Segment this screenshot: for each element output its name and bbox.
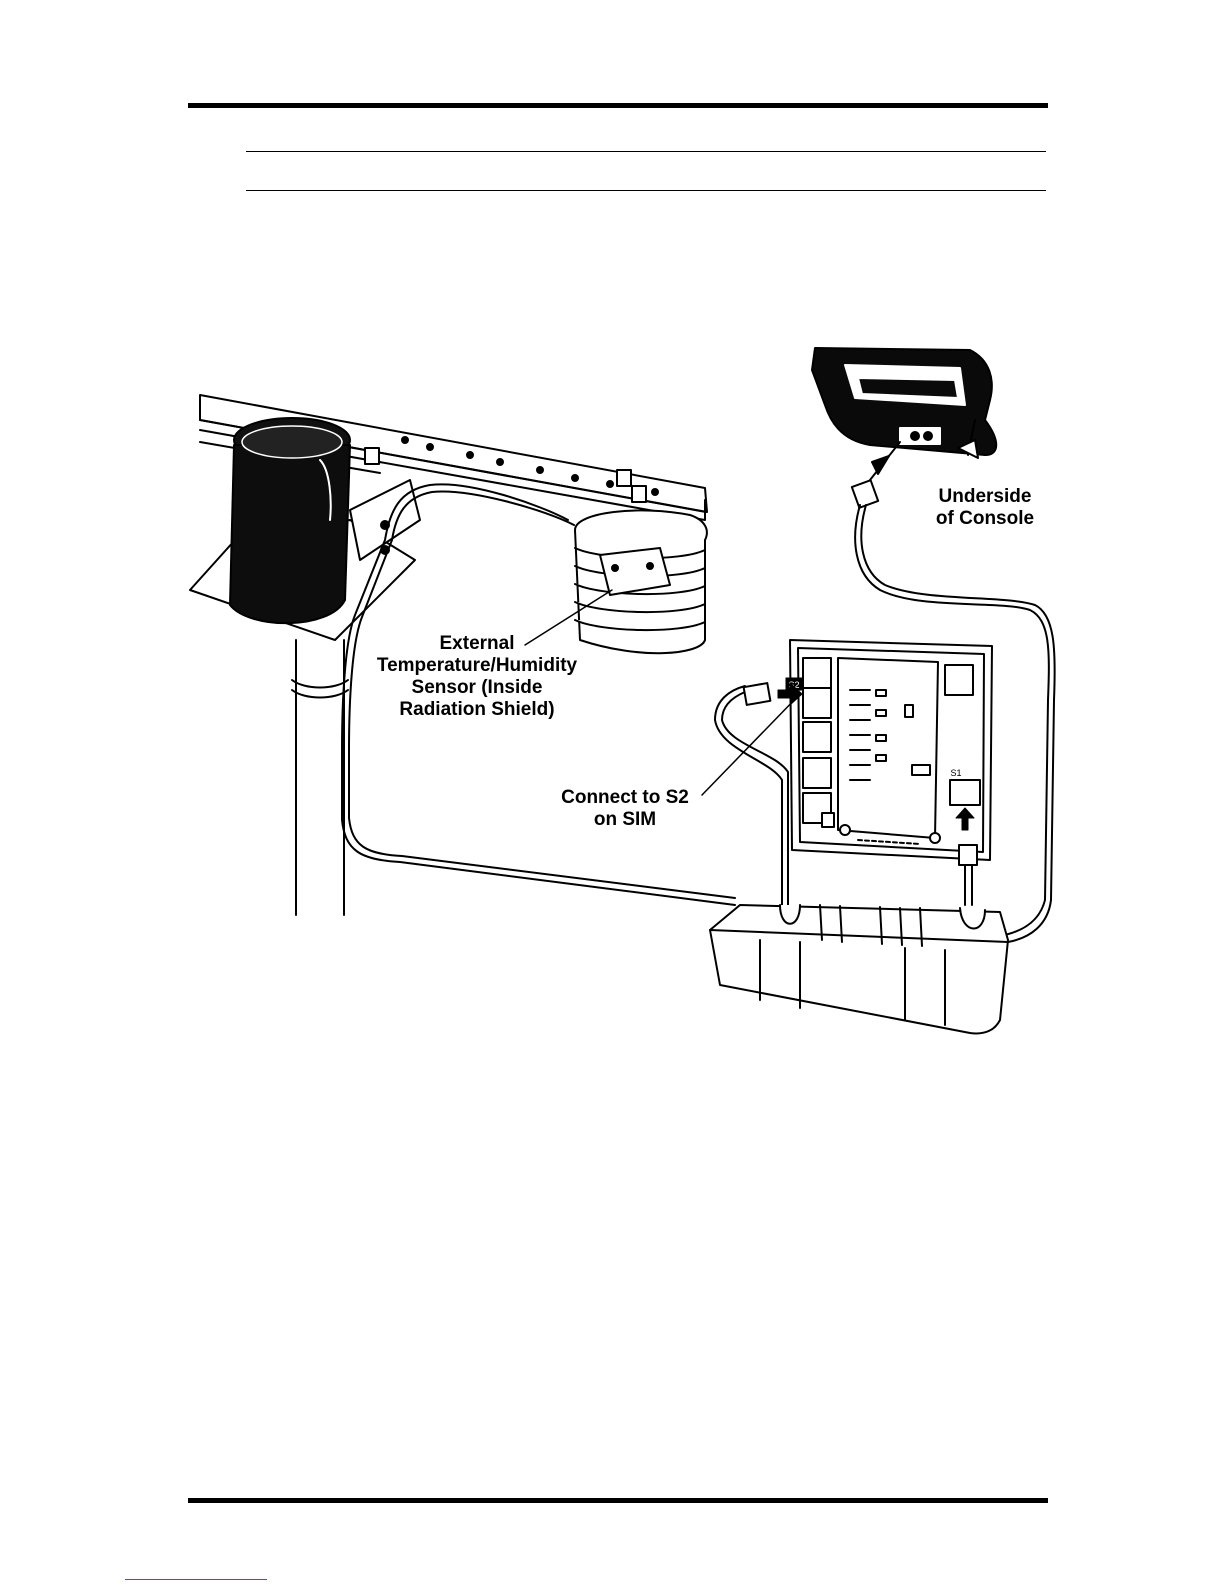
label-connect-s2-line-1: Connect to S2 [545,787,705,809]
label-connect-s2-line-2: on SIM [545,809,705,831]
label-external-sensor-line-2: Temperature/Humidity [352,655,602,677]
label-external-sensor-line-3: Sensor (Inside [352,677,602,699]
enclosure-box [710,905,1008,1033]
footer-link-underline[interactable] [125,1579,267,1580]
radiation-shield [575,510,707,653]
label-underside-console-line-1: Underside [925,486,1045,508]
mounting-pole [292,640,348,915]
console-underside [812,348,996,455]
footer-rule [188,1498,1048,1503]
label-external-sensor-line-1: External [352,633,602,655]
label-external-sensor-line-4: Radiation Shield) [352,699,602,721]
label-underside-console-line-2: of Console [925,508,1045,530]
label-external-sensor: External Temperature/Humidity Sensor (In… [352,633,602,721]
label-underside-console: Underside of Console [925,486,1045,530]
s1-tag-text: S1 [950,768,961,778]
label-connect-s2: Connect to S2 on SIM [545,787,705,831]
